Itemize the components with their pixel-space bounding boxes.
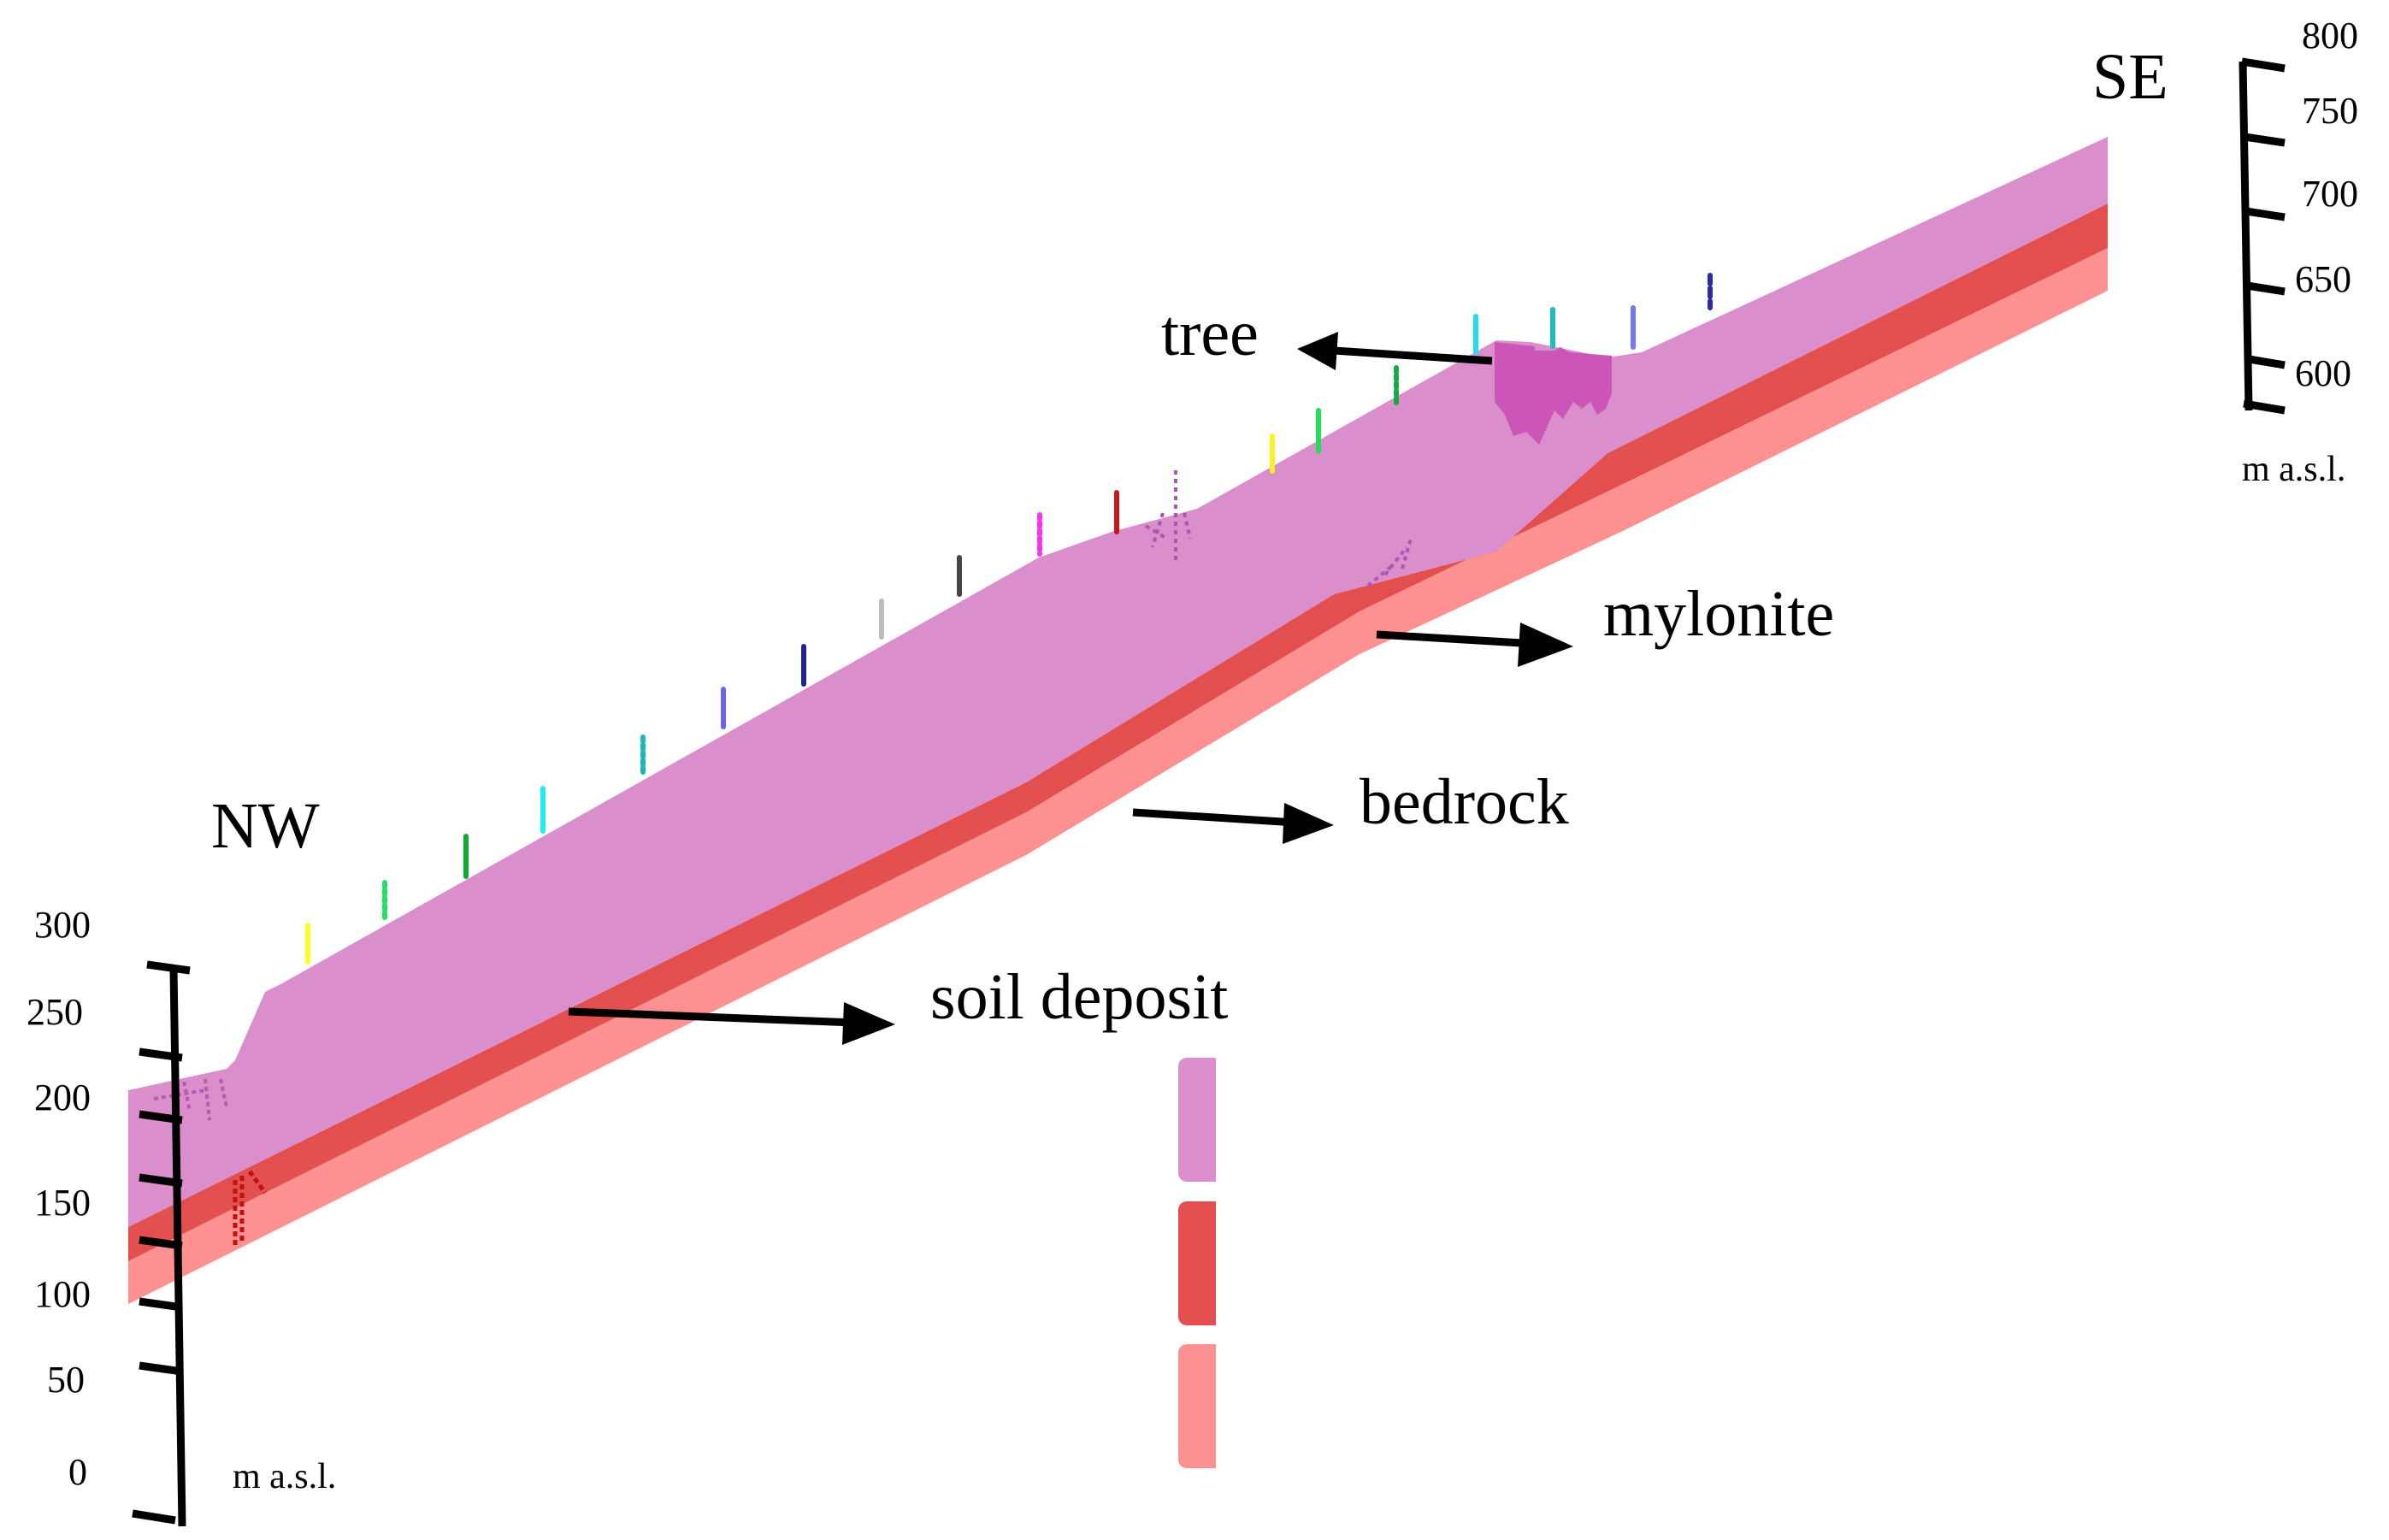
left-elevation-scale bbox=[132, 960, 191, 1527]
left-scale-unit: m a.s.l. bbox=[233, 1457, 337, 1496]
left-scale-tick-250: 250 bbox=[27, 991, 83, 1033]
annotation-soil-deposit: soil deposit bbox=[930, 961, 1229, 1033]
root-marks-red bbox=[233, 1170, 268, 1248]
annotation-tree: tree bbox=[1161, 298, 1259, 369]
annotation-bedrock: bedrock bbox=[1360, 766, 1569, 838]
layer-soil-mauve bbox=[128, 137, 2108, 1227]
direction-label-se: SE bbox=[2092, 41, 2168, 113]
left-scale-tick-100: 100 bbox=[34, 1273, 91, 1315]
legend-swatch-soil-deposit bbox=[1178, 1058, 1216, 1182]
arrowhead-bedrock bbox=[1283, 803, 1334, 844]
right-scale-unit: m a.s.l. bbox=[2242, 450, 2346, 489]
root-marks-lower bbox=[1366, 538, 1413, 587]
tree-canopy bbox=[1495, 342, 1612, 445]
legend-swatch-mylonite bbox=[1178, 1344, 1216, 1468]
root-marks-left bbox=[153, 1078, 228, 1121]
arrowhead-mylonite bbox=[1518, 622, 1573, 667]
left-scale-tick-200: 200 bbox=[34, 1077, 91, 1118]
arrowhead-soil-deposit bbox=[842, 1002, 895, 1045]
right-scale-tick-800: 800 bbox=[2302, 15, 2358, 56]
right-scale-tick-600: 600 bbox=[2295, 352, 2351, 394]
annotation-mylonite: mylonite bbox=[1603, 578, 1835, 650]
surface-markers bbox=[305, 273, 1713, 965]
left-scale-tick-300: 300 bbox=[34, 904, 91, 946]
right-elevation-scale bbox=[2239, 57, 2286, 415]
root-marks-mid bbox=[1144, 470, 1192, 560]
right-scale-tick-650: 650 bbox=[2295, 258, 2351, 300]
arrowhead-tree bbox=[1297, 332, 1338, 370]
left-scale-tick-0: 0 bbox=[68, 1451, 87, 1493]
right-scale-tick-750: 750 bbox=[2302, 90, 2358, 132]
annotation-arrows bbox=[568, 332, 1573, 1045]
layer-middle-red bbox=[128, 204, 2108, 1261]
left-scale-tick-50: 50 bbox=[47, 1359, 85, 1401]
direction-label-nw: NW bbox=[211, 790, 320, 862]
layer-lower-pink bbox=[128, 248, 2108, 1304]
right-scale-tick-700: 700 bbox=[2302, 173, 2358, 215]
legend-swatch-bedrock bbox=[1178, 1201, 1216, 1325]
left-scale-tick-150: 150 bbox=[34, 1182, 91, 1224]
